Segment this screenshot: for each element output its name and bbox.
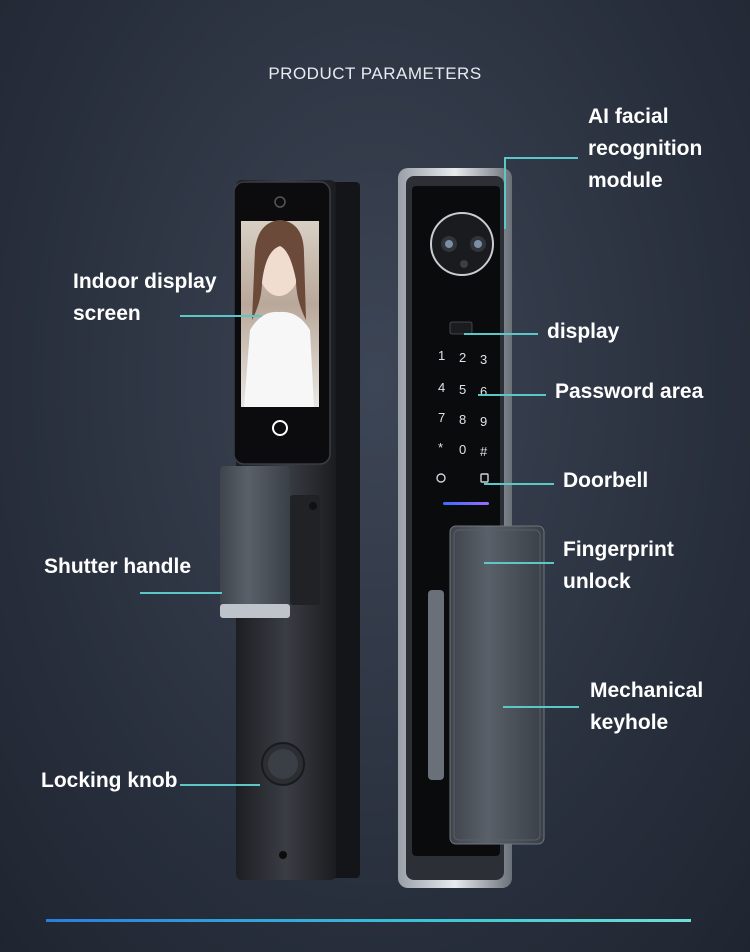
label-password-area: Password area — [555, 380, 704, 403]
leader-line-ai-facial-v — [504, 157, 506, 229]
label-line-2: screen — [73, 302, 141, 325]
leader-line-indoor-display — [180, 315, 262, 317]
label-line-1: Indoor display — [73, 270, 217, 293]
page-title: PRODUCT PARAMETERS — [268, 64, 482, 83]
label-display: display — [547, 320, 620, 343]
keypad-key: 5 — [459, 382, 467, 397]
outdoor-lock-body — [398, 168, 545, 888]
leader-line-ai-facial-h — [504, 157, 578, 159]
leader-line-password-area — [478, 394, 546, 396]
leader-line-mechanical-keyhole — [503, 706, 579, 708]
label-ai-facial-recognition-module: AI facial recognition module — [588, 101, 702, 197]
label-line-1: Fingerprint — [563, 538, 674, 561]
leader-line-locking-knob — [180, 784, 260, 786]
keypad-key: 4 — [438, 380, 446, 395]
keypad-key: 0 — [459, 442, 467, 457]
label-shutter-handle: Shutter handle — [44, 555, 192, 578]
leader-line-shutter-handle — [140, 592, 222, 594]
leader-line-display — [464, 333, 538, 335]
label-line-1: Mechanical — [590, 679, 704, 702]
label-line-1: AI facial — [588, 105, 669, 128]
keypad-key: * — [438, 440, 444, 455]
indoor-lock-body — [220, 180, 360, 880]
leader-line-fingerprint — [484, 562, 554, 564]
label-mechanical-keyhole: Mechanical keyhole — [590, 675, 703, 739]
label-line-2: keyhole — [590, 711, 669, 734]
keypad-key: 7 — [438, 410, 446, 425]
keypad-key: 3 — [480, 352, 488, 367]
label-line-3: module — [588, 169, 663, 192]
keypad-key: 8 — [459, 412, 467, 427]
keypad-key: 6 — [480, 384, 488, 399]
keypad-key: 2 — [459, 350, 467, 365]
keypad-key: 9 — [480, 414, 488, 429]
keypad-key: 1 — [438, 348, 446, 363]
label-indoor-display-screen: Indoor display screen — [73, 266, 217, 330]
label-doorbell: Doorbell — [563, 469, 649, 492]
keypad-key: # — [480, 444, 488, 459]
label-fingerprint-unlock: Fingerprint unlock — [563, 534, 674, 598]
label-locking-knob: Locking knob — [41, 769, 178, 792]
label-line-2: unlock — [563, 570, 631, 593]
leader-line-doorbell — [484, 483, 554, 485]
label-line-2: recognition — [588, 137, 703, 160]
bottom-accent-bar — [46, 919, 691, 922]
